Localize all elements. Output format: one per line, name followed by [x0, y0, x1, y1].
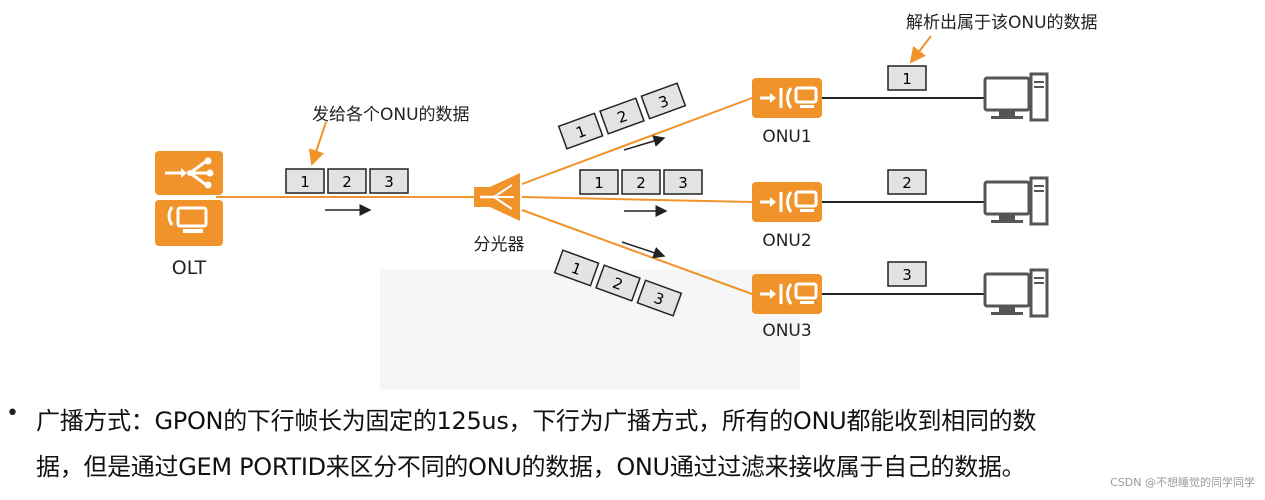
- fiber-splitter-to-onu1: [521, 97, 753, 185]
- onu1-label: ONU1: [762, 127, 811, 147]
- annotation-pointer: [308, 121, 327, 166]
- background-band: [380, 270, 800, 390]
- explanation-line-2: 据，但是通过GEM PORTID来区分不同的ONU的数据，ONU通过过滤来接收属…: [36, 453, 1026, 481]
- received-frame-onu3: [887, 261, 927, 287]
- onu3-label: ONU3: [762, 321, 811, 341]
- fiber-splitter-to-onu2: [521, 196, 753, 203]
- olt-device: [155, 151, 223, 246]
- frame-label: 1: [594, 174, 604, 192]
- splitter-label: 分光器: [474, 235, 525, 255]
- frame-label: 2: [902, 174, 912, 192]
- frame-label: 1: [902, 70, 912, 88]
- olt-label: OLT: [172, 257, 207, 279]
- onu1-device: [752, 78, 822, 118]
- frames-branch-onu1: 1 2 3: [557, 82, 687, 150]
- bullet-icon: •: [6, 401, 19, 426]
- pc-icon: [983, 72, 1049, 122]
- arrow-right-icon: [621, 241, 666, 259]
- gpon-broadcast-diagram: 1 2 3 1 2 3 1 2 3 1 2 3: [155, 13, 1098, 390]
- splitter-icon: [474, 173, 520, 221]
- frame-label: 3: [902, 266, 912, 284]
- onu3-device: [752, 274, 822, 314]
- received-frame-onu2: [887, 169, 927, 195]
- frame-label: 1: [300, 173, 310, 191]
- annotation-send-label: 发给各个ONU的数据: [312, 105, 470, 125]
- pc-icon: [983, 176, 1049, 226]
- frame-label: 3: [678, 174, 688, 192]
- annotation-pointer: [909, 35, 932, 64]
- frames-branch-onu3: 1 2 3: [553, 249, 683, 317]
- frame-label: 2: [636, 174, 646, 192]
- frame-label: 2: [342, 173, 352, 191]
- received-frame-onu1: [887, 65, 927, 91]
- frames-branch-onu2: 1 2 3: [579, 169, 703, 195]
- fiber-splitter-to-onu3: [521, 209, 753, 295]
- explanation-line-1: 广播方式：GPON的下行帧长为固定的125us，下行为广播方式，所有的ONU都能…: [36, 407, 1037, 435]
- onu2-label: ONU2: [762, 231, 811, 251]
- pc-icon: [983, 268, 1049, 318]
- arrow-right-icon: [623, 135, 666, 151]
- watermark: CSDN @不想睡觉的同学同学: [1110, 476, 1255, 489]
- frame-label: 3: [384, 173, 394, 191]
- onu2-device: [752, 182, 822, 222]
- annotation-parse-label: 解析出属于该ONU的数据: [906, 13, 1098, 33]
- frames-trunk: 1 2 3: [285, 168, 409, 194]
